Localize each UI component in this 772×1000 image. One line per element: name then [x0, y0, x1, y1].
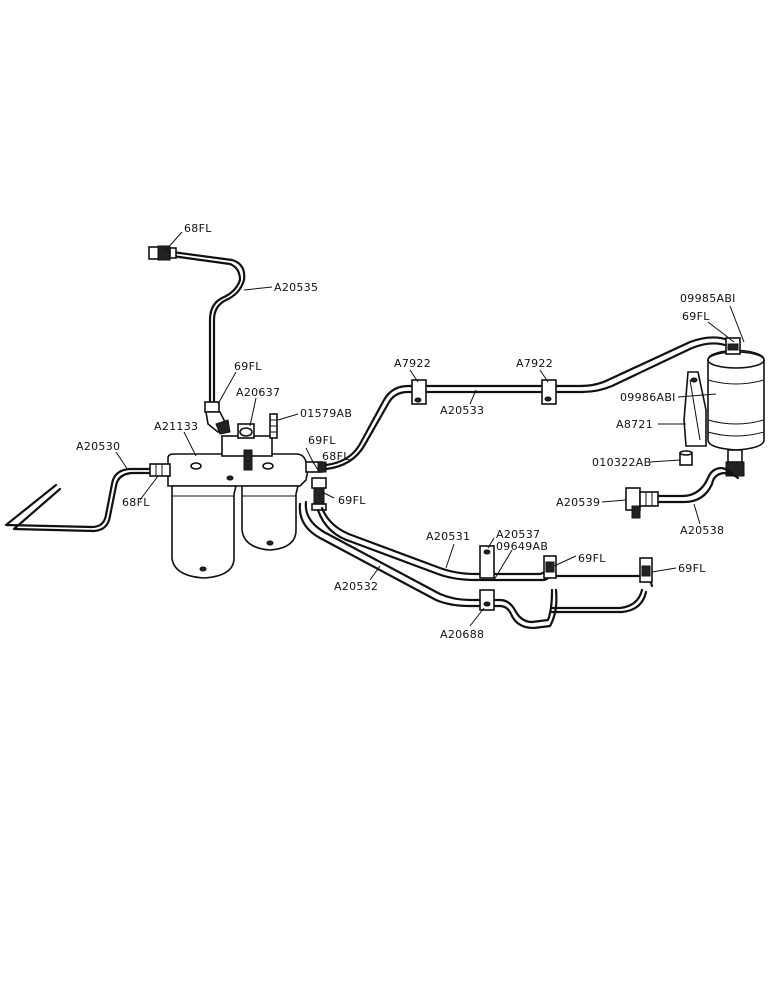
bracket-a8721: [683, 371, 707, 447]
label-68fl-left: 68FL: [122, 496, 150, 509]
clamp-a7922-left: [411, 379, 427, 405]
clamp-a7922-right: [541, 379, 557, 405]
fitting-a20539: [625, 487, 659, 519]
label-a20539: A20539: [556, 496, 600, 509]
fitting-68fl-top: [148, 245, 177, 261]
fittings-right-head: [305, 461, 327, 511]
label-a20531: A20531: [426, 530, 470, 543]
label-68fl-mid: 68FL: [322, 450, 350, 463]
filter-assembly-a21133: [149, 413, 309, 579]
clamp-a20537: [479, 545, 495, 611]
label-a8721: A8721: [616, 418, 653, 431]
sediment-bowl-09985abi: [707, 337, 765, 477]
label-69fl-right: 69FL: [682, 310, 710, 323]
label-68fl-top: 68FL: [184, 222, 212, 235]
label-a21133: A21133: [154, 420, 198, 433]
label-a20533: A20533: [440, 404, 484, 417]
label-a7922-left: A7922: [394, 357, 431, 370]
label-69fl-mid: 69FL: [308, 434, 336, 447]
label-69fl-left: 69FL: [234, 360, 262, 373]
pipe-a20530: [4, 467, 152, 533]
fitting-69fl-elbow-left: [204, 401, 231, 435]
label-a20688: A20688: [440, 628, 484, 641]
pipe-a20538: [654, 466, 740, 504]
pipe-a20535: [170, 250, 246, 404]
fitting-69fl-lower2: [639, 557, 653, 583]
label-a20637: A20637: [236, 386, 280, 399]
fitting-69fl-lower1: [543, 555, 557, 579]
label-a20532: A20532: [334, 580, 378, 593]
label-69fl-bottom: 69FL: [338, 494, 366, 507]
labels: 68FL A20535 69FL A20637 01579AB A21133 6…: [76, 222, 736, 641]
label-09986abi: 09986ABI: [620, 391, 676, 404]
label-09985abi: 09985ABI: [680, 292, 736, 305]
label-69fl-lower1: 69FL: [578, 552, 606, 565]
label-a20538: A20538: [680, 524, 724, 537]
label-69fl-lower2: 69FL: [678, 562, 706, 575]
label-a20535: A20535: [274, 281, 318, 294]
label-010322ab: 010322AB: [592, 456, 651, 469]
pipe-lower-right: [550, 574, 654, 614]
sleeve-010322ab: [679, 450, 693, 466]
label-a20530: A20530: [76, 440, 120, 453]
pipe-a20532: [298, 500, 558, 630]
label-01579ab: 01579AB: [300, 407, 352, 420]
label-09649ab: 09649AB: [496, 540, 548, 553]
label-a20537: A20537: [496, 528, 540, 541]
leader-lines: [115, 231, 745, 627]
label-a7922-right: A7922: [516, 357, 553, 370]
pipe-a20533: [324, 336, 730, 471]
